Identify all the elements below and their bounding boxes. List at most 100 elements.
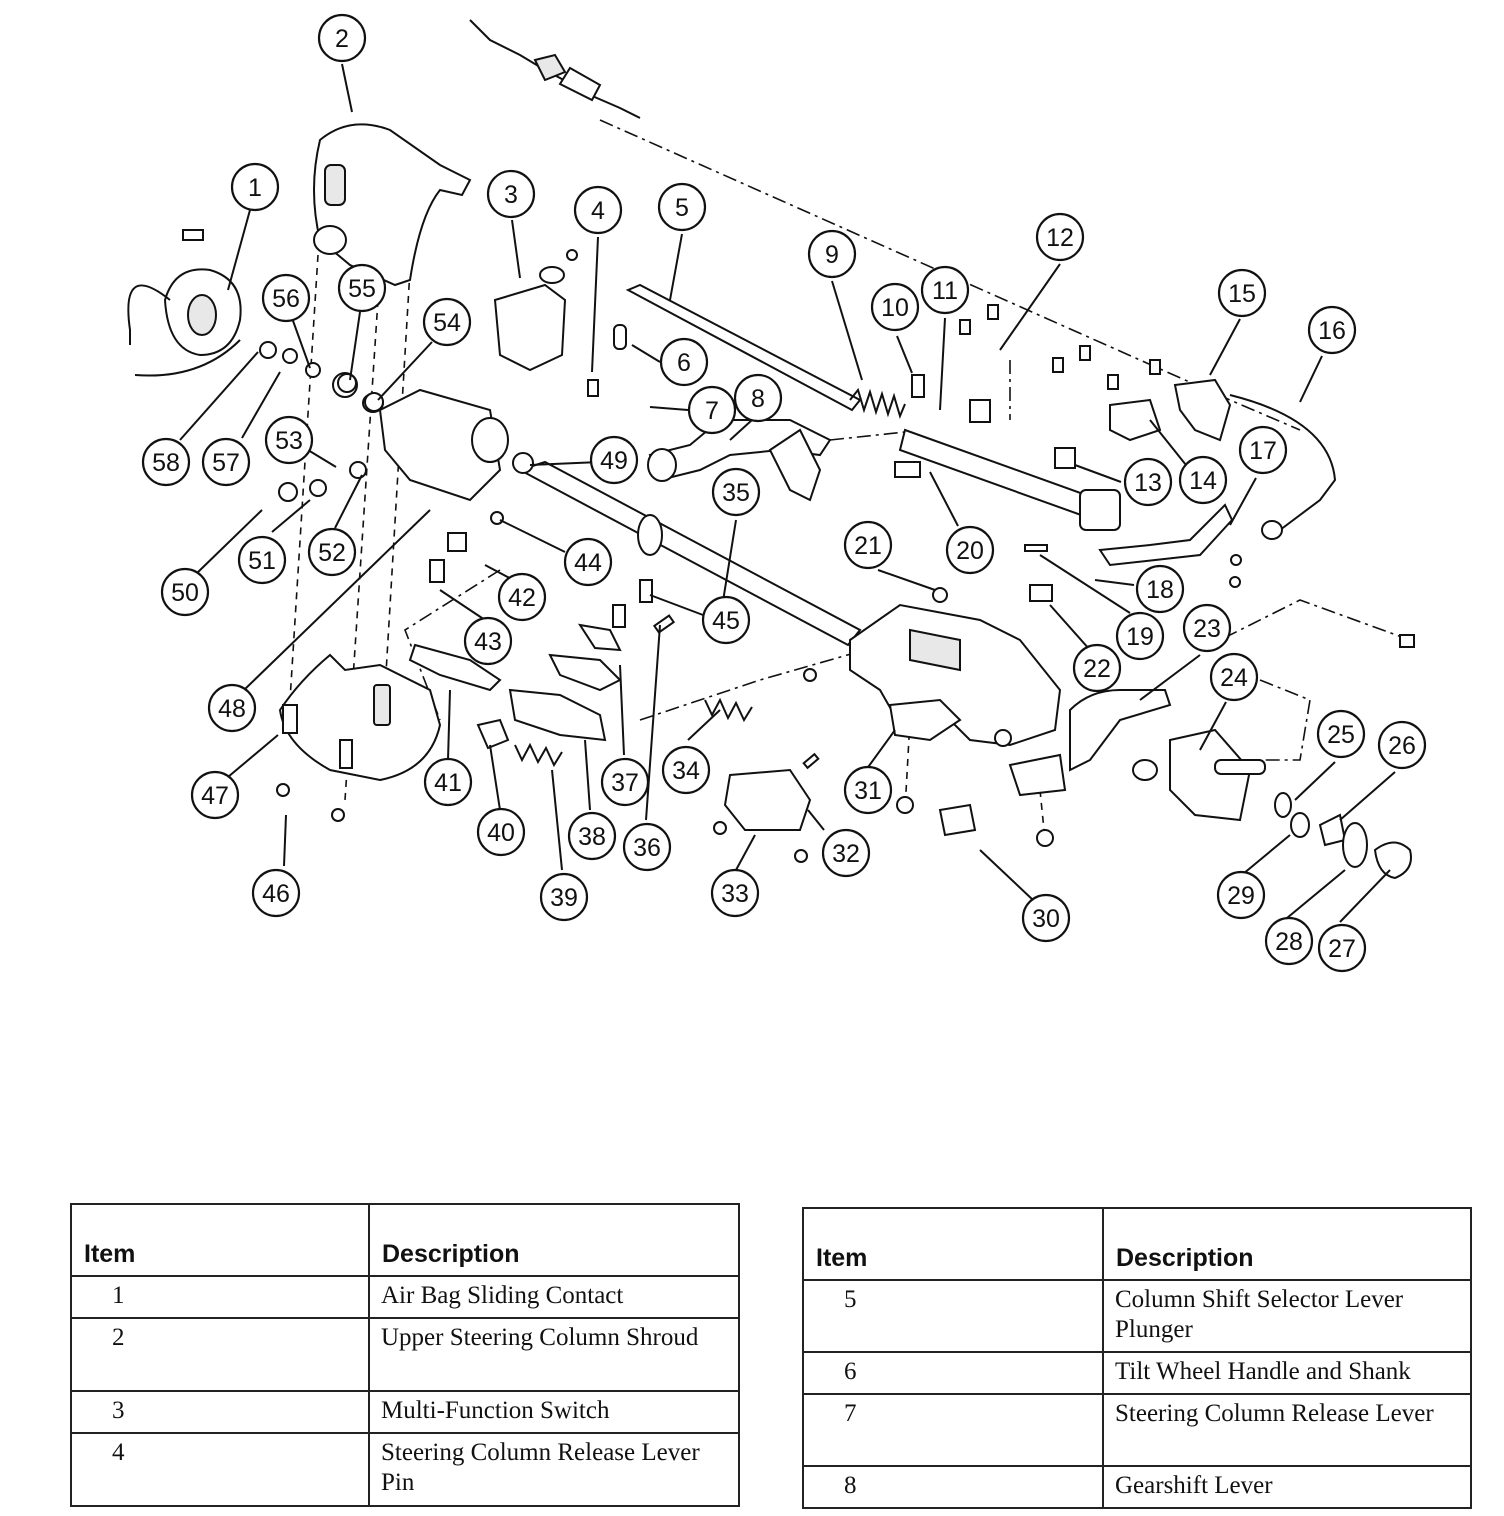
callout-number: 37 [611,769,639,797]
callout-number: 40 [487,819,515,847]
callout-number: 27 [1328,935,1356,963]
callout-circle [207,683,257,733]
callout-circle [1238,425,1288,475]
callout-8: 8 [733,373,783,423]
washer [1274,792,1292,818]
callout-circle [563,537,613,587]
callout-number: 56 [272,285,300,313]
callout-27: 27 [1317,923,1367,973]
callout-circle [1182,603,1232,653]
callout-number: 10 [881,294,909,322]
callout-circle [1021,893,1071,943]
item-description: Multi-Function Switch [368,1390,740,1434]
callout-circle [237,535,287,585]
callout-circle [307,527,357,577]
item-number: 5 [802,1279,1104,1353]
callout-48: 48 [207,683,257,733]
callout-number: 19 [1126,623,1154,651]
callout-45: 45 [701,595,751,645]
guide-plate [408,643,502,692]
legend-header-row: Item Description [70,1203,740,1277]
item-description: Steering Column Release Lever [1102,1393,1472,1467]
item-column-header: Item [70,1203,370,1277]
callout-number: 46 [262,880,290,908]
callout-number: 6 [677,349,691,377]
callout-29: 29 [1216,870,1266,920]
item-description: Steering Column Release Lever Pin [368,1432,740,1507]
callout-12: 12 [1035,212,1085,262]
callout-circle [589,435,639,485]
callout-number: 13 [1134,469,1162,497]
shift-bracket [1069,689,1172,772]
callout-circle [711,467,761,517]
callout-circle [821,828,871,878]
callout-11: 11 [920,265,970,315]
small-clip [476,718,510,750]
callout-56: 56 [261,273,311,323]
legend-row: 4 Steering Column Release Lever Pin [70,1432,740,1507]
callout-circle [463,616,513,666]
callout-circle [661,745,711,795]
callout-5: 5 [657,182,707,232]
retainer [938,803,977,837]
callout-40: 40 [476,807,526,857]
bracket-plate [1008,753,1067,797]
item-number: 3 [70,1390,370,1434]
item-description: Column Shift Selector Lever Plunger [1102,1279,1472,1353]
callout-number: 21 [854,532,882,560]
callout-46: 46 [251,868,301,918]
callout-number: 3 [504,181,518,209]
end-spring [1373,841,1412,880]
multi-function-switch [493,283,567,372]
callout-circle [201,437,251,487]
callout-51: 51 [237,535,287,585]
callout-25: 25 [1316,709,1366,759]
selector-tube [898,428,1102,522]
callout-21: 21 [843,520,893,570]
callout-circle [261,273,311,323]
callout-circle [733,373,783,423]
legend-row: 7 Steering Column Release Lever [802,1393,1472,1467]
callout-55: 55 [337,263,387,313]
callout-52: 52 [307,527,357,577]
callout-number: 28 [1275,928,1303,956]
callout-42: 42 [497,572,547,622]
callout-17: 17 [1238,425,1288,475]
callout-18: 18 [1135,564,1185,614]
legend-row: 8 Gearshift Lever [802,1465,1472,1509]
callout-number: 51 [248,547,276,575]
callout-number: 48 [218,695,246,723]
callout-number: 54 [433,309,461,337]
exploded-parts-diagram: 1234567891011121314151617181920212223242… [127,13,1427,973]
callout-number: 24 [1220,664,1248,692]
description-column-header: Description [368,1203,740,1277]
callout-circle [1178,455,1228,505]
callout-16: 16 [1307,305,1357,355]
callout-33: 33 [710,868,760,918]
callout-57: 57 [201,437,251,487]
callout-32: 32 [821,828,871,878]
ring [1290,812,1310,838]
callout-9: 9 [807,229,857,279]
callout-circle [657,182,707,232]
callout-number: 1 [248,174,262,202]
item-number: 8 [802,1465,1104,1509]
callout-circle [1072,643,1122,693]
item-description: Tilt Wheel Handle and Shank [1102,1351,1472,1395]
callout-circle [870,282,920,332]
callout-circle [1217,268,1267,318]
callout-number: 16 [1318,317,1346,345]
leader-lines [179,63,1396,923]
item-description: Upper Steering Column Shroud [368,1317,740,1392]
callout-36: 36 [622,822,672,872]
callout-circle [920,265,970,315]
callout-circle [1317,923,1367,973]
callout-circle [337,263,387,313]
callout-number: 57 [212,449,240,477]
callout-23: 23 [1182,603,1232,653]
callout-number: 49 [600,447,628,475]
callout-number: 53 [275,427,303,455]
callout-4: 4 [573,185,623,235]
callout-number: 31 [854,777,882,805]
callout-circle [141,437,191,487]
